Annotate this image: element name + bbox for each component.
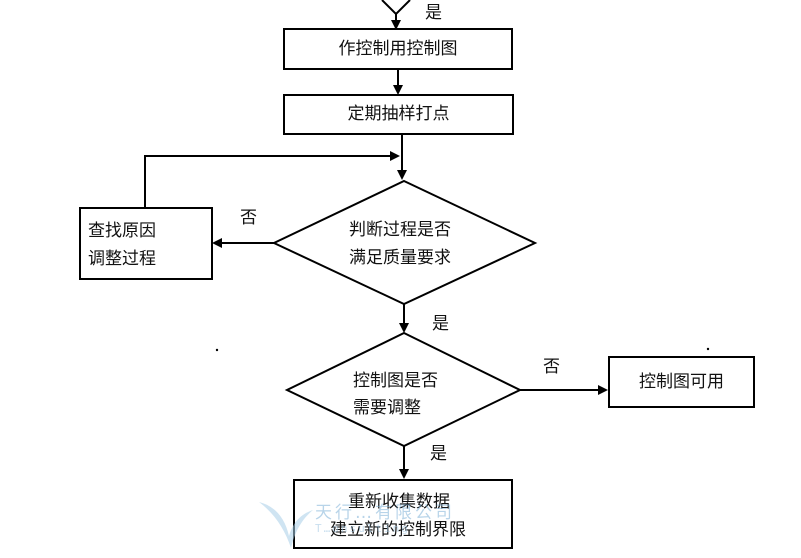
box-recollect: [293, 479, 513, 549]
box-chart-usable: [608, 356, 755, 408]
box-sampling: [283, 94, 514, 135]
adjust-yes-label: 是: [430, 444, 447, 464]
loop-back-arrow: [144, 151, 400, 208]
recollect-line1: 重新收集数据: [348, 492, 450, 512]
make-chart-label: 作控制用控制图: [338, 39, 458, 59]
watermark: 天行…有限公司 T…onsulting: [255, 492, 555, 552]
chart-usable-label: 控制图可用: [639, 372, 724, 392]
stray-dot: [215, 348, 219, 352]
sampling-label: 定期抽样打点: [347, 104, 450, 124]
adjust-no-label: 否: [543, 357, 560, 377]
judge-yes-label: 是: [432, 314, 449, 334]
need-adjust-line2: 需要调整: [353, 398, 421, 418]
watermark-en-text: T…onsulting: [315, 522, 410, 535]
top-diamond-tip: [381, 0, 411, 16]
diamond-judge: [271, 179, 538, 306]
judge-line1: 判断过程是否: [349, 220, 451, 240]
judge-no-label: 否: [240, 208, 257, 228]
box-find-cause: [79, 207, 213, 280]
find-cause-line2: 调整过程: [88, 249, 156, 269]
judge-line2: 满足质量要求: [349, 248, 451, 268]
watermark-bird-logo: [259, 502, 313, 548]
top-yes-label: 是: [425, 3, 442, 23]
find-cause-line1: 查找原因: [88, 221, 156, 241]
stray-dot: [706, 347, 710, 351]
need-adjust-line1: 控制图是否: [353, 371, 438, 391]
recollect-line2: 建立新的控制界限: [330, 520, 466, 540]
watermark-cn-text: 天行…有限公司: [315, 503, 455, 523]
